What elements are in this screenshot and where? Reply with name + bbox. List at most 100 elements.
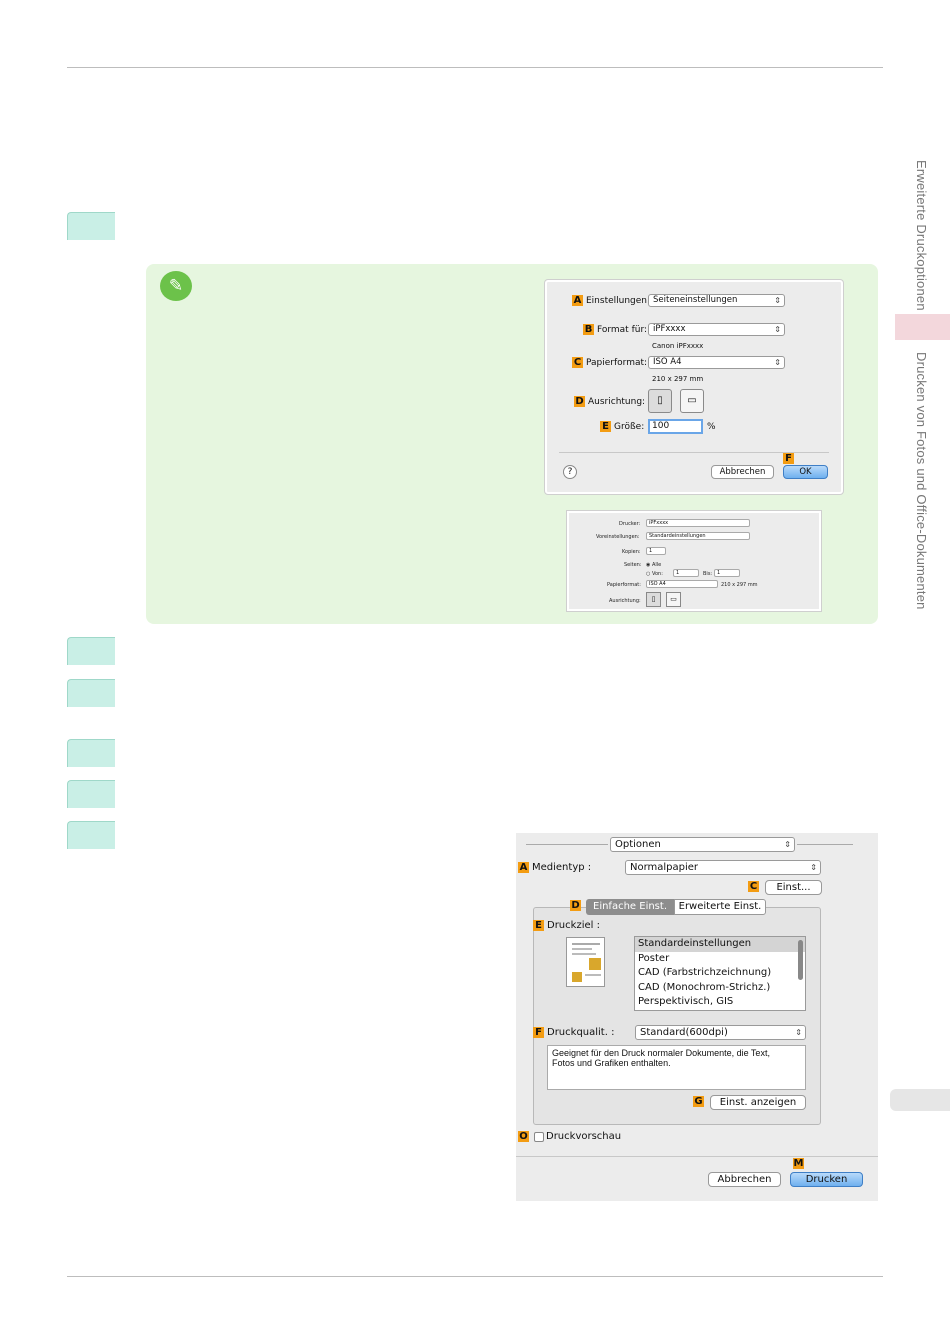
- key-m-label: M: [793, 1158, 807, 1169]
- format-select[interactable]: iPFxxxx: [648, 323, 785, 336]
- druckziel-item[interactable]: Poster: [638, 952, 670, 964]
- groesse-text: Größe:: [614, 422, 645, 432]
- cancel-button[interactable]: Abbrechen: [711, 465, 774, 479]
- note-pencil-icon: ✎: [160, 271, 192, 301]
- drucker-select[interactable]: iPFxxxx: [646, 519, 750, 527]
- druckqualit-select[interactable]: Standard(600dpi): [635, 1025, 806, 1040]
- key-d-2: D: [570, 900, 581, 911]
- percent-label: %: [707, 422, 716, 432]
- footer-rule: [67, 1276, 883, 1277]
- landscape-orientation-icon[interactable]: ▭: [680, 389, 704, 413]
- druckziel-text: Druckziel :: [547, 920, 600, 931]
- von-input[interactable]: 1: [673, 569, 699, 577]
- optionen-line-right: [797, 844, 853, 845]
- key-f-label: F: [783, 453, 797, 464]
- druckziel-item[interactable]: CAD (Monochrom-Strichz.): [638, 981, 771, 993]
- druckqualit-text: Druckqualit. :: [547, 1027, 615, 1038]
- papier-select[interactable]: ISO A4: [646, 580, 718, 588]
- seiten-alle-radio[interactable]: ◉ Alle: [646, 562, 662, 568]
- ausrichtung-text: Ausrichtung:: [588, 397, 646, 407]
- key-c: C: [572, 357, 583, 368]
- help-icon[interactable]: ?: [563, 465, 577, 479]
- medientyp-text: Medientyp :: [532, 862, 592, 873]
- von-text: Von:: [651, 571, 663, 577]
- key-f-2: F: [533, 1027, 544, 1038]
- sidebar-chapter-tab: [890, 1089, 950, 1111]
- einst-button[interactable]: Einst...: [765, 880, 822, 895]
- druckziel-item[interactable]: Perspektivisch, GIS: [638, 996, 734, 1007]
- header-rule: [67, 67, 883, 68]
- key-e-2: E: [533, 920, 544, 931]
- sidebar-tab-marker: [895, 314, 950, 340]
- groesse-input[interactable]: 100: [648, 419, 703, 434]
- step-marker-5: [67, 780, 115, 808]
- papierformat-select[interactable]: ISO A4: [648, 356, 785, 369]
- druckziel-list[interactable]: Standardeinstellungen Poster CAD (Farbst…: [634, 936, 806, 1011]
- kopien-input[interactable]: 1: [646, 547, 666, 555]
- sidebar-section-top: Erweiterte Druckoptionen: [914, 160, 929, 311]
- alle-text: Alle: [651, 562, 662, 568]
- key-g-label: G: [693, 1096, 707, 1107]
- papierformat-sub: 210 x 297 mm: [652, 375, 704, 383]
- druckziel-item[interactable]: CAD (Farbstrichzeichnung): [638, 967, 772, 978]
- druckvorschau-checkbox[interactable]: [534, 1132, 544, 1142]
- step-marker-3: [67, 679, 115, 707]
- dialog-separator: [559, 452, 829, 453]
- einst-anzeigen-button[interactable]: Einst. anzeigen: [710, 1095, 806, 1110]
- key-a: A: [572, 295, 583, 306]
- key-d: D: [574, 396, 585, 407]
- key-m: M: [793, 1158, 804, 1169]
- key-e: E: [600, 421, 611, 432]
- format-sub: Canon iPFxxxx: [652, 342, 704, 350]
- portrait-small-icon[interactable]: ▯: [646, 592, 661, 607]
- kopien-label: Kopien:: [622, 549, 641, 555]
- einstellungen-select[interactable]: Seiteneinstellungen: [648, 294, 785, 307]
- key-a-2: A: [518, 862, 529, 873]
- step-marker-6: [67, 821, 115, 849]
- key-c-2: C: [748, 881, 759, 892]
- optionen-line-left: [526, 844, 608, 845]
- print-dialog-thumbnail: Drucker: iPFxxxx Voreinstellungen: Stand…: [567, 511, 821, 611]
- list-scrollbar[interactable]: [798, 940, 803, 980]
- key-b: B: [583, 324, 594, 335]
- tab-erweitert[interactable]: Erweiterte Einst.: [674, 899, 766, 915]
- bis-label: Bis:: [703, 571, 713, 577]
- medientyp-select[interactable]: Normalpapier: [625, 860, 821, 875]
- vorein-select[interactable]: Standardeinstellungen: [646, 532, 750, 540]
- papierformat-text: Papierformat:: [586, 358, 648, 368]
- drucker-label: Drucker:: [619, 521, 641, 527]
- seiten-von-radio[interactable]: ○ Von:: [646, 571, 663, 577]
- key-f: F: [783, 453, 794, 464]
- seiten-label: Seiten:: [624, 562, 642, 568]
- druckziel-item[interactable]: Standardeinstellungen: [635, 937, 805, 952]
- landscape-small-icon[interactable]: ▭: [666, 592, 681, 607]
- papier-label: Papierformat:: [607, 582, 641, 588]
- bis-input[interactable]: 1: [714, 569, 740, 577]
- key-d-label: D: [570, 900, 584, 911]
- optionen-select[interactable]: Optionen: [610, 837, 795, 852]
- cancel-print-button[interactable]: Abbrechen: [708, 1172, 781, 1187]
- ok-button[interactable]: OK: [783, 465, 828, 479]
- papier-sub: 210 x 297 mm: [721, 582, 758, 588]
- sidebar-section-bottom: Drucken von Fotos und Office-Dokumenten: [914, 352, 929, 610]
- step-marker-4: [67, 739, 115, 767]
- bottom-separator: [516, 1156, 878, 1157]
- tab-einfach[interactable]: Einfache Einst.: [586, 899, 674, 915]
- drucken-button[interactable]: Drucken: [790, 1172, 863, 1187]
- druckvorschau-text: Druckvorschau: [546, 1131, 622, 1142]
- ausrichtung-small-label: Ausrichtung:: [609, 598, 641, 604]
- key-c-label: C: [748, 881, 762, 892]
- portrait-orientation-icon[interactable]: ▯: [648, 389, 672, 413]
- format-text: Format für:: [597, 325, 648, 335]
- document-preview-icon: [566, 937, 605, 987]
- description-box: Geeignet für den Druck normaler Dokument…: [547, 1045, 806, 1090]
